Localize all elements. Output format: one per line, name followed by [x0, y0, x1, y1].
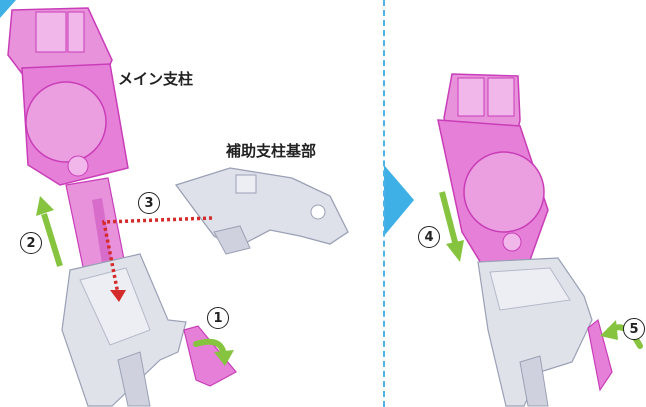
arrow-rotate-5-head	[600, 320, 618, 340]
arrow-rotate-1-head	[214, 350, 234, 366]
arrow-slide-2	[41, 213, 63, 267]
step-2-marker: 2	[20, 232, 42, 254]
main-pillar-part-right	[437, 73, 549, 269]
aux-base-label: 補助支柱基部	[226, 142, 317, 160]
base-part-left	[61, 253, 187, 407]
aux-base-part	[174, 167, 349, 255]
arrow-insert-3-head	[110, 290, 126, 302]
step-1-marker: 1	[207, 307, 229, 329]
arrow-slide-4	[439, 191, 459, 247]
base-part-right	[477, 257, 593, 407]
step-3-marker: 3	[138, 192, 160, 214]
main-pillar-label: メイン支柱	[118, 70, 194, 88]
next-step-arrow	[384, 165, 414, 236]
step-4-marker: 4	[418, 226, 440, 248]
flap-part-right	[587, 318, 613, 392]
corner-tab	[0, 0, 16, 18]
arrow-insert-3	[101, 216, 213, 295]
step-5-marker: 5	[623, 318, 645, 340]
arrow-slide-2-head	[36, 196, 54, 216]
panel-divider	[383, 0, 385, 407]
arrow-slide-4-head	[446, 240, 464, 262]
